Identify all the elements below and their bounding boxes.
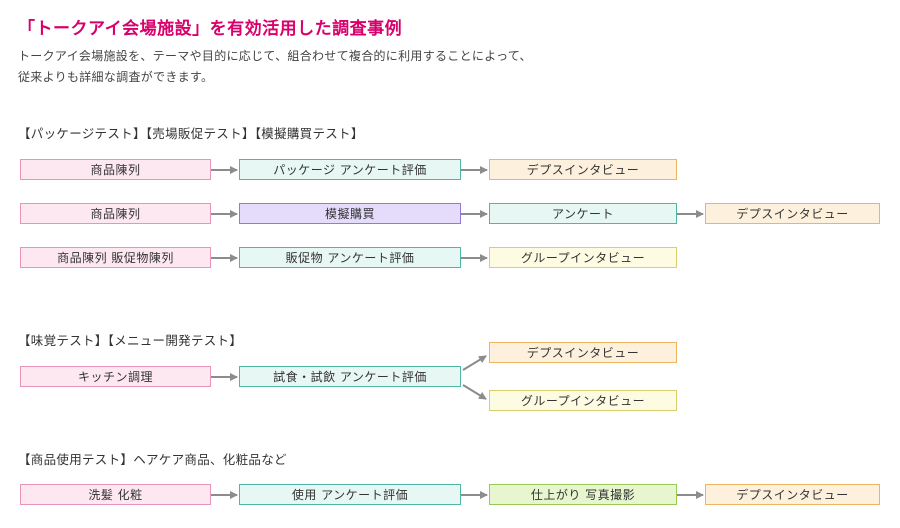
arrow: [462, 355, 487, 371]
section-label-usage: 【商品使用テスト】ヘアケア商品、化粧品など: [18, 452, 287, 467]
node-usage-survey: 使用 アンケート評価: [239, 484, 461, 505]
node-tasting-survey: 試食・試飲 アンケート評価: [239, 366, 461, 387]
intro-line-2: 従来よりも詳細な調査ができます。: [18, 70, 214, 84]
node-product-display: 商品陳列: [20, 159, 211, 180]
node-mock-purchase: 模擬購買: [239, 203, 461, 224]
node-group-interview: グループインタビュー: [489, 247, 677, 268]
node-survey: アンケート: [489, 203, 677, 224]
intro-line-1: トークアイ会場施設を、テーマや目的に応じて、組合わせて複合的に利用することによっ…: [18, 49, 532, 63]
page-title: 「トークアイ会場施設」を有効活用した調査事例: [18, 19, 403, 39]
arrow: [462, 384, 487, 400]
section-label-taste: 【味覚テスト】【メニュー開発テスト】: [18, 333, 243, 348]
section-label-package: 【パッケージテスト】【売場販促テスト】【模擬購買テスト】: [18, 126, 364, 141]
node-group-interview: グループインタビュー: [489, 390, 677, 411]
node-package-survey: パッケージ アンケート評価: [239, 159, 461, 180]
node-kitchen-cooking: キッチン調理: [20, 366, 211, 387]
intro-text: トークアイ会場施設を、テーマや目的に応じて、組合わせて複合的に利用することによっ…: [18, 46, 532, 88]
node-depth-interview: デプスインタビュー: [489, 159, 677, 180]
node-wash-makeup: 洗髪 化粧: [20, 484, 211, 505]
node-product-display: 商品陳列: [20, 203, 211, 224]
node-promo-survey: 販促物 アンケート評価: [239, 247, 461, 268]
node-depth-interview: デプスインタビュー: [489, 342, 677, 363]
node-promo-display: 商品陳列 販促物陳列: [20, 247, 211, 268]
node-depth-interview: デプスインタビュー: [705, 203, 880, 224]
node-photo-shoot: 仕上がり 写真撮影: [489, 484, 677, 505]
node-depth-interview: デプスインタビュー: [705, 484, 880, 505]
